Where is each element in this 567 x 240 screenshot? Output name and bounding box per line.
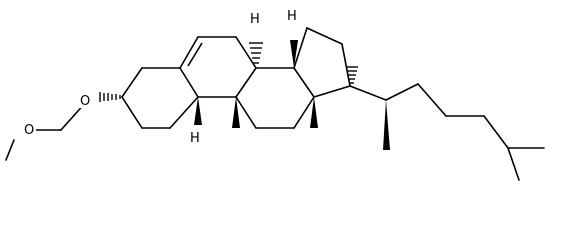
atom-o2: O (24, 123, 34, 138)
bond-c5-c10 (179, 67, 199, 98)
atom-labels: O O H H H (22, 9, 297, 146)
bond-c17-c20 (349, 85, 387, 101)
bond-c24-c25 (483, 115, 509, 149)
bond-c17-c13 (313, 85, 351, 98)
bond-c15-c16 (306, 27, 343, 45)
bond-lines (5, 27, 545, 181)
bond-o2-ch3 (5, 139, 15, 161)
bond-c12-c13 (293, 96, 315, 129)
hash-c3-o (99, 92, 121, 102)
bond-c16-c17 (341, 43, 351, 87)
wedge-c10-h (194, 97, 202, 125)
bond-c8-c9 (235, 67, 257, 98)
bond-c3-c4 (121, 67, 143, 98)
atom-h-c14: H (287, 9, 297, 24)
structure-diagram: O O H H H (5, 9, 545, 181)
bond-c7-c8 (235, 36, 257, 69)
atom-h-c10: H (190, 131, 200, 146)
hash-c8-h (249, 42, 263, 64)
bond-c9-c11 (235, 96, 257, 129)
stereo-bonds (99, 40, 390, 150)
bond-c25-c27 (507, 147, 520, 181)
cholesterol-mom-ether-structure: O O H H H (5, 9, 545, 181)
bond-c13-c14 (293, 67, 315, 98)
wedge-c20-ch3 (383, 100, 390, 150)
bond-c2-c3 (121, 96, 143, 129)
bond-c5-c6-double (187, 42, 203, 67)
wedge-c13-ch3 (310, 97, 318, 128)
wedge-c14-h (290, 40, 298, 68)
atom-h-c8: H (250, 12, 260, 27)
wedge-c9-ch3 (232, 97, 240, 128)
bond-c20-c22 (385, 83, 419, 101)
bond-c10-c1 (169, 96, 199, 129)
bond-c5-c6 (179, 36, 199, 69)
bond-c14-c15 (293, 27, 308, 69)
hash-c17 (346, 66, 358, 84)
bond-c22-c23 (417, 83, 447, 117)
atom-o1: O (80, 94, 90, 109)
